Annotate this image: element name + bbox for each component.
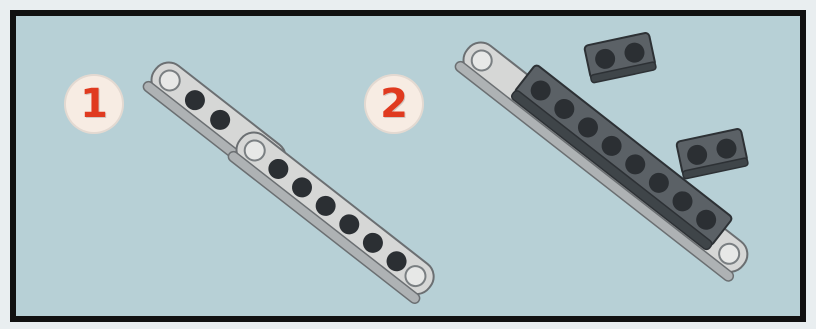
light-plate-lower (226, 126, 440, 305)
instruction-frame: 1 2 (10, 10, 806, 322)
step-1-illustration (141, 56, 440, 305)
dark-plate-tab-upper (584, 32, 656, 83)
dark-plate-tab-lower (676, 128, 748, 179)
lego-illustration (16, 16, 800, 316)
step-2-illustration (453, 32, 753, 283)
